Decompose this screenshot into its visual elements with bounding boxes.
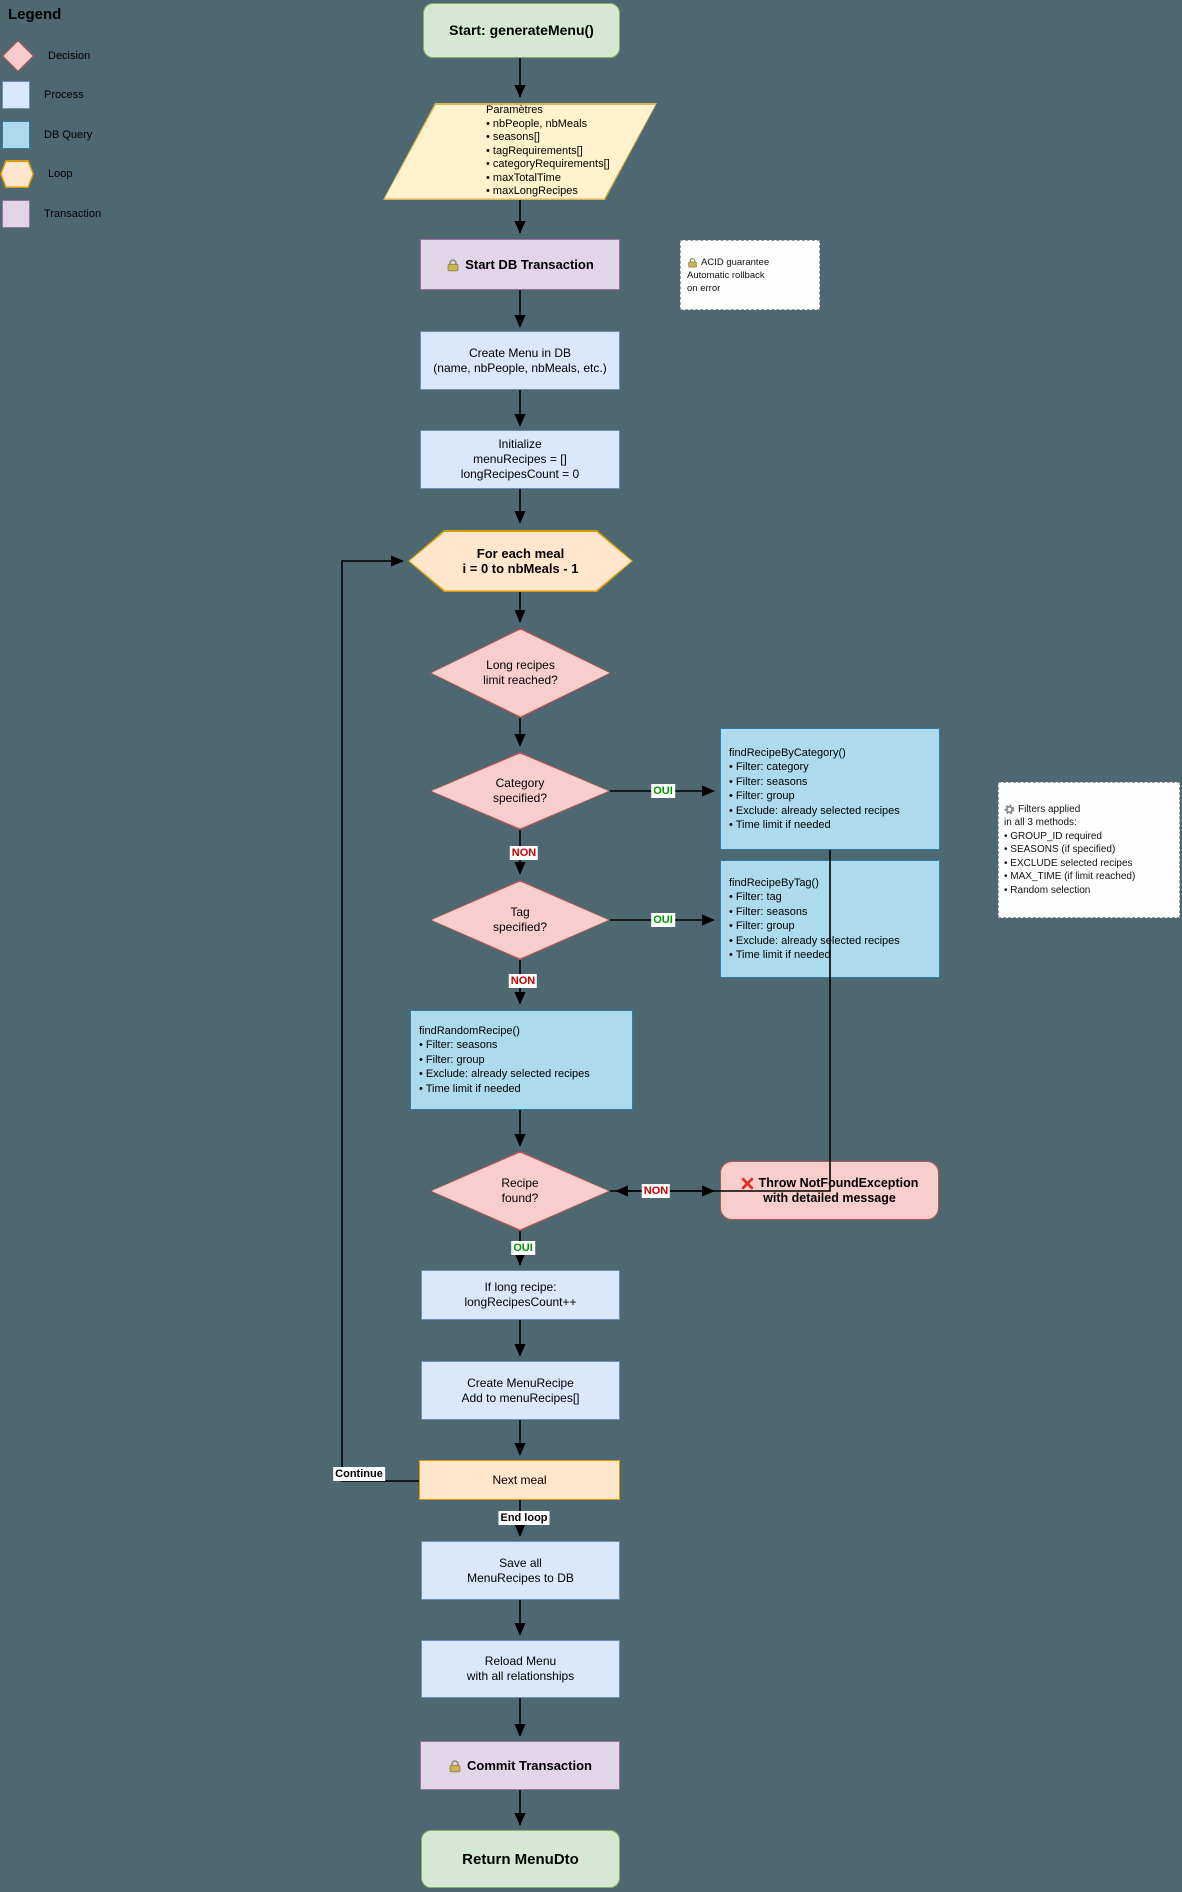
legend-label: DB Query (44, 129, 93, 141)
next-meal-node: Next meal (419, 1460, 620, 1500)
process-shape-icon (2, 81, 30, 109)
filters-note-body: in all 3 methods:• GROUP_ID required• SE… (1004, 817, 1136, 896)
legend-label: Process (44, 89, 84, 101)
legend-label: Transaction (44, 208, 102, 220)
legend-item-db-query: DB Query (2, 121, 92, 149)
find-random-node: findRandomRecipe()• Filter: seasons• Fil… (410, 1010, 633, 1110)
legend-label: Decision (48, 50, 91, 62)
legend-item-process: Process (2, 81, 84, 109)
return-node: Return MenuDto (421, 1830, 620, 1888)
recipe-yes-label: OUI (511, 1241, 535, 1255)
db-query-shape-icon (2, 121, 30, 149)
recipe-no-label: NON (641, 1184, 671, 1198)
throw-exception-line1: Throw NotFoundException (758, 1175, 919, 1190)
gear-icon (1004, 804, 1015, 815)
legend-item-decision: Decision (2, 40, 90, 72)
filters-note: Filters applied in all 3 methods:• GROUP… (998, 782, 1180, 918)
filters-note-title: Filters applied (1018, 803, 1081, 815)
legend-label: Loop (48, 168, 73, 180)
legend: Legend (8, 6, 61, 37)
lock-icon (448, 1759, 462, 1773)
start-transaction-label: Start DB Transaction (465, 257, 594, 272)
decision-shape-icon (2, 40, 34, 72)
legend-item-transaction: Transaction (2, 200, 101, 228)
acid-note-title: ACID guarantee (701, 256, 770, 268)
end-loop-label: End loop (498, 1511, 550, 1525)
create-menu-node: Create Menu in DB(name, nbPeople, nbMeal… (420, 331, 620, 390)
commit-transaction-label: Commit Transaction (467, 1758, 592, 1773)
throw-exception-line2: with detailed message (763, 1190, 896, 1205)
find-by-tag-node: findRecipeByTag()• Filter: tag• Filter: … (720, 860, 940, 978)
legend-item-loop: Loop (0, 160, 72, 188)
parameters-text: Paramètres• nbPeople, nbMeals• seasons[]… (486, 104, 610, 198)
category-yes-label: OUI (651, 784, 675, 798)
x-icon (741, 1177, 754, 1190)
parameters-node: Paramètres• nbPeople, nbMeals• seasons[]… (383, 103, 657, 200)
lock-icon (687, 257, 698, 268)
tag-no-label: NON (508, 974, 538, 988)
throw-exception-node: Throw NotFoundException with detailed me… (720, 1161, 939, 1220)
transaction-shape-icon (2, 200, 30, 228)
increment-long-node: If long recipe:longRecipesCount++ (421, 1270, 620, 1320)
commit-transaction-node: Commit Transaction (420, 1741, 620, 1790)
find-by-category-node: findRecipeByCategory()• Filter: category… (720, 728, 940, 850)
tag-yes-label: OUI (651, 913, 675, 927)
continue-label: Continue (333, 1467, 385, 1481)
start-node: Start: generateMenu() (423, 3, 620, 58)
lock-icon (446, 258, 460, 272)
category-no-label: NON (509, 846, 539, 860)
legend-title: Legend (8, 6, 62, 23)
start-transaction-node: Start DB Transaction (420, 239, 620, 290)
loop-shape-icon (0, 160, 34, 188)
